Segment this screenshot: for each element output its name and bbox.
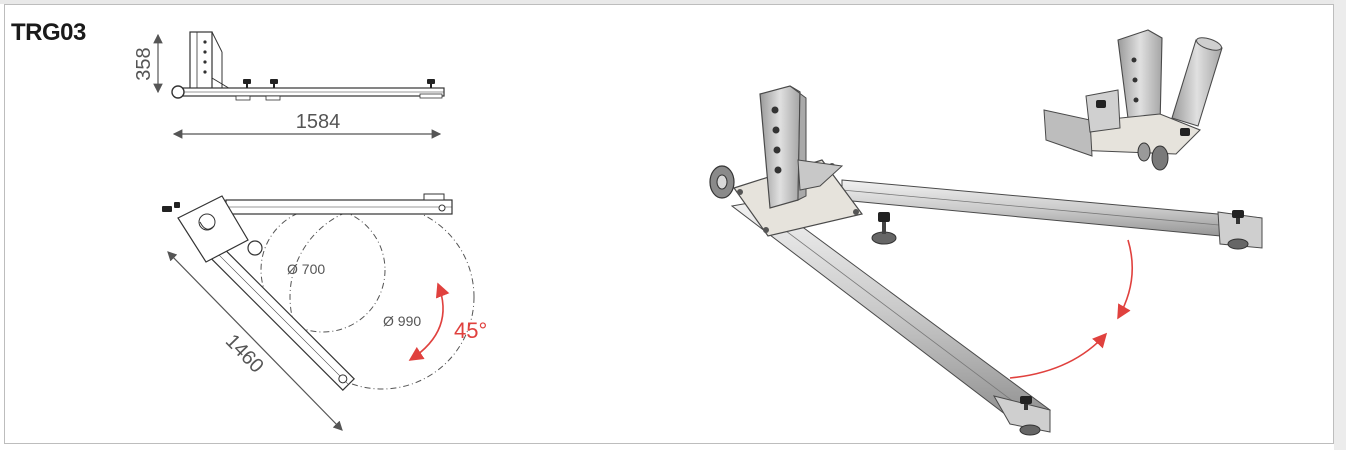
leg-length-dimension-line	[167, 251, 343, 431]
iso-angle-arc-lower	[1009, 332, 1108, 379]
length-dimension-label: 1584	[296, 111, 341, 133]
circle-700-label: Ø 700	[287, 261, 325, 277]
detail-angled-tube	[1171, 39, 1223, 127]
top-view: Ø 700 Ø 990 1460 45°	[162, 193, 487, 431]
iso-angle-arc-upper	[1117, 239, 1133, 320]
side-view: 358 1584	[133, 31, 445, 139]
side-column	[189, 31, 213, 93]
top-base-plate	[177, 195, 249, 263]
circle-990-label: Ø 990	[383, 313, 421, 329]
right-shadow	[1334, 0, 1346, 450]
top-shadow	[0, 0, 1346, 4]
isometric-view	[709, 85, 1263, 436]
iso-right-leg	[841, 179, 1263, 241]
height-dimension-label: 358	[133, 47, 155, 80]
side-wheel	[171, 85, 185, 99]
angle-label: 45°	[454, 318, 487, 343]
detail-view	[1043, 29, 1223, 171]
angle-arc	[408, 282, 450, 361]
product-code: TRG03	[11, 19, 86, 46]
leg-length-dimension-label: 1460	[221, 330, 268, 377]
